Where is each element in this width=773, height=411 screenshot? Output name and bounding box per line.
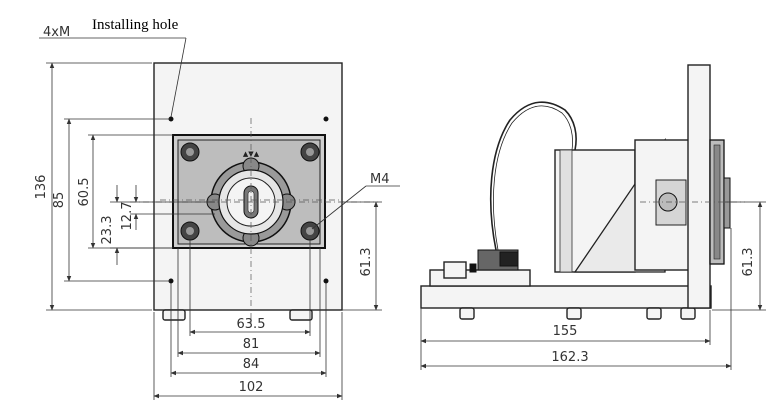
front-dimensions-horizontal: 63.5 81 84 102 [153, 240, 343, 400]
front-foot-right [289, 309, 313, 321]
dim-85: 85 [52, 192, 67, 209]
callout-m4: M4 [370, 172, 390, 187]
installing-holes [168, 116, 329, 284]
dim-136: 136 [34, 175, 49, 200]
side-base-plate [420, 285, 712, 309]
callouts: 4xM Installing hole M4 [39, 17, 400, 230]
callout-4xm: 4xM [43, 25, 70, 40]
dim-155: 155 [553, 324, 578, 339]
dim-12-7: 12.7 [120, 202, 135, 231]
dim-61-3-front: 61.3 [359, 248, 374, 277]
side-foot-1 [459, 307, 475, 320]
front-dimensions-vertical: 136 85 60.5 23.3 12.7 61.3 [34, 62, 382, 311]
callout-installing-hole: Installing hole [92, 17, 179, 33]
side-view [420, 64, 745, 320]
front-foot-left [162, 309, 186, 321]
dim-63-5: 63.5 [237, 317, 266, 332]
side-dimensions: 155 162.3 61.3 [420, 201, 766, 370]
side-front-plate [687, 64, 711, 309]
side-foot-2 [566, 307, 582, 320]
dim-60-5: 60.5 [77, 178, 92, 207]
dim-23-3: 23.3 [100, 216, 115, 245]
side-foot-4 [680, 307, 696, 320]
dim-81: 81 [243, 337, 260, 352]
side-cable [489, 101, 577, 251]
front-view: ▲▼▲ [130, 62, 378, 325]
side-foot-3 [646, 307, 662, 320]
pump-head-screws [180, 142, 320, 241]
dim-102: 102 [239, 380, 264, 395]
dim-162-3: 162.3 [551, 350, 588, 365]
dim-61-3-side: 61.3 [741, 248, 756, 277]
dim-84: 84 [243, 357, 260, 372]
